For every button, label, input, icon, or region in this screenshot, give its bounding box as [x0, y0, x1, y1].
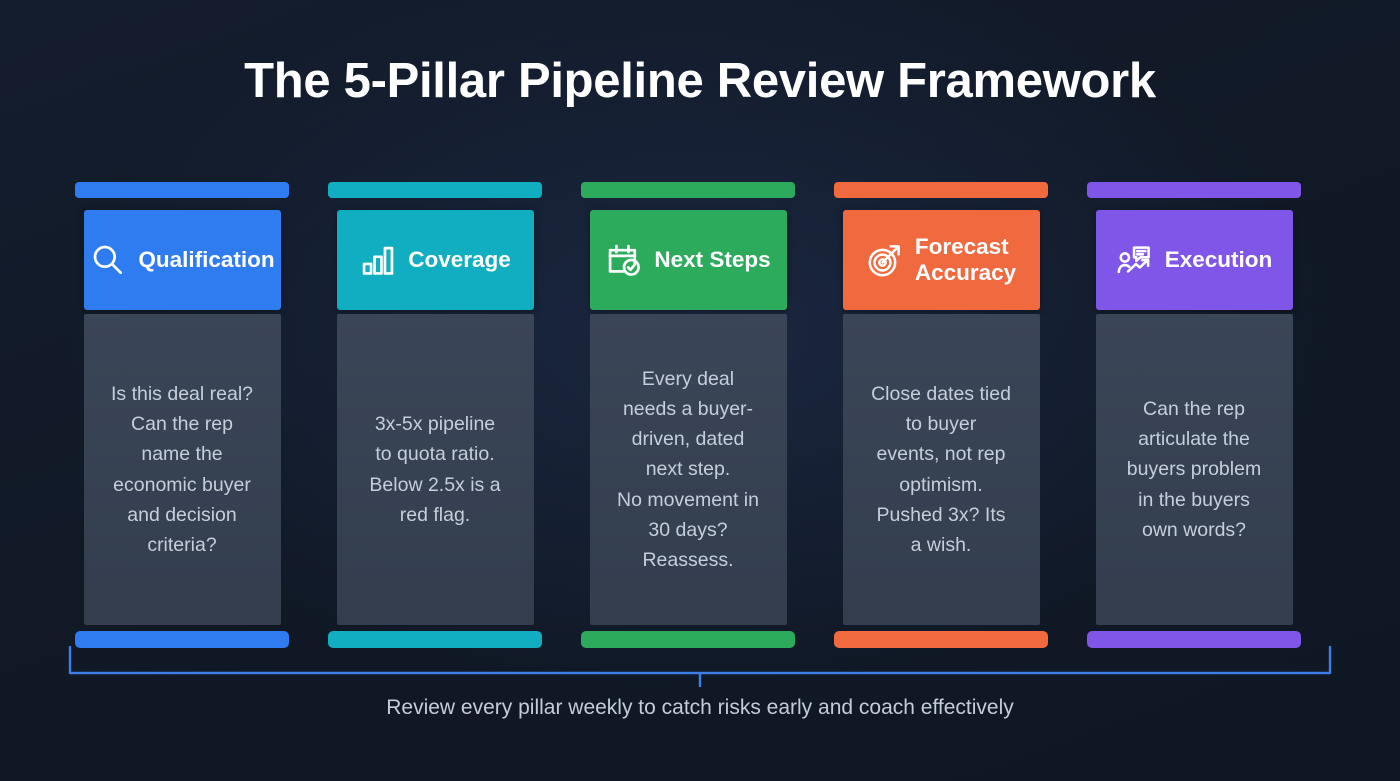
pillar-bottom-bar [328, 631, 542, 648]
pillar-header: Execution [1095, 210, 1293, 310]
pillar-description: 3x-5x pipeline to quota ratio. Below 2.5… [369, 413, 501, 526]
pillar-header: Next Steps [589, 210, 787, 310]
pillar-title: Coverage [408, 247, 511, 273]
pillar-card-qualification[interactable]: Qualification Is this deal real? Can the… [75, 182, 289, 648]
pillar-card-coverage[interactable]: Coverage 3x-5x pipeline to quota ratio. … [328, 182, 542, 648]
pillar-body: Every deal needs a buyer- driven, dated … [589, 314, 787, 625]
pillar-body: Is this deal real? Can the rep name the … [83, 314, 281, 625]
pillar-header: Coverage [336, 210, 534, 310]
pillar-header: Qualification [83, 210, 281, 310]
pillar-top-bar [834, 182, 1048, 198]
pillar-body: 3x-5x pipeline to quota ratio. Below 2.5… [336, 314, 534, 625]
pillar-bottom-bar [581, 631, 795, 648]
pillar-title: Qualification [138, 247, 275, 273]
summary-bracket [68, 645, 1332, 687]
pillar-bottom-bar [834, 631, 1048, 648]
pillar-card-next-steps[interactable]: Next Steps Every deal needs a buyer- dri… [581, 182, 795, 648]
pillar-top-bar [328, 182, 542, 198]
pillar-header: Forecast Accuracy [842, 210, 1040, 310]
bar-chart-icon [359, 241, 397, 279]
footer-caption: Review every pillar weekly to catch risk… [386, 696, 1014, 719]
pillar-description: Every deal needs a buyer- driven, dated … [617, 367, 759, 572]
calendar-check-icon [605, 241, 643, 279]
magnifier-icon [89, 241, 127, 279]
target-arrow-icon [866, 241, 904, 279]
pillar-top-bar [1087, 182, 1301, 198]
pillar-title: Next Steps [654, 247, 771, 273]
pillar-top-bar [581, 182, 795, 198]
pillar-top-bar [75, 182, 289, 198]
person-chat-growth-icon [1116, 241, 1154, 279]
pillar-body: Can the rep articulate the buyers proble… [1095, 314, 1293, 625]
pillar-bottom-bar [75, 631, 289, 648]
page-title: The 5-Pillar Pipeline Review Framework [244, 54, 1156, 108]
pillar-card-execution[interactable]: Execution Can the rep articulate the buy… [1087, 182, 1301, 648]
pillar-description: Is this deal real? Can the rep name the … [111, 382, 253, 556]
pillar-body: Close dates tied to buyer events, not re… [842, 314, 1040, 625]
pillar-grid: Qualification Is this deal real? Can the… [75, 182, 1325, 648]
pillar-description: Close dates tied to buyer events, not re… [871, 382, 1011, 556]
pillar-bottom-bar [1087, 631, 1301, 648]
pillar-title: Forecast Accuracy [914, 234, 1017, 285]
pillar-title: Execution [1164, 247, 1273, 273]
pillar-description: Can the rep articulate the buyers proble… [1126, 397, 1262, 541]
pillar-card-forecast-accuracy[interactable]: Forecast Accuracy Close dates tied to bu… [834, 182, 1048, 648]
